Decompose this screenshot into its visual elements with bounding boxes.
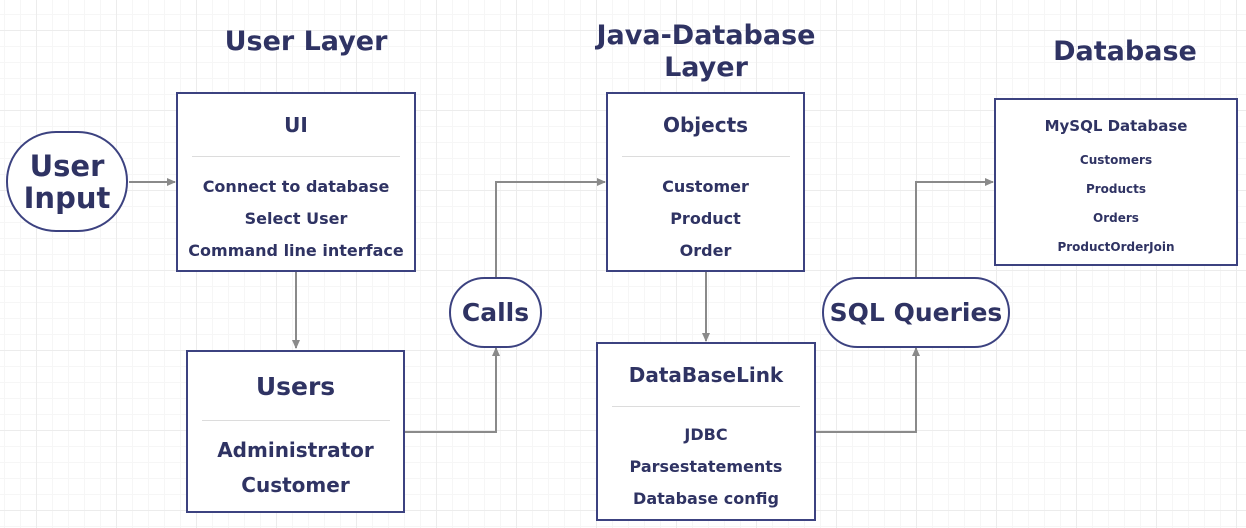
- ui-box: UI Connect to database Select User Comma…: [176, 92, 416, 272]
- objects-box: Objects Customer Product Order: [606, 92, 805, 272]
- ui-box-item: Connect to database: [202, 177, 390, 196]
- connector-users-to-calls: [405, 347, 500, 433]
- calls-label: Calls: [461, 298, 530, 327]
- user-input-line2: Input: [23, 180, 111, 215]
- mysql-database-box: MySQL Database Customers Products Orders…: [994, 98, 1238, 266]
- objects-box-separator: [621, 156, 790, 157]
- mysql-database-box-item: Customers: [1079, 153, 1153, 167]
- connector-sql-to-mysql: [915, 178, 994, 277]
- databaselink-box-item: JDBC: [684, 425, 728, 444]
- objects-box-item: Customer: [662, 177, 749, 196]
- connector-databaselink-to-sql: [816, 347, 920, 433]
- users-box: Users Administrator Customer: [186, 350, 405, 513]
- databaselink-box: DataBaseLink JDBC Parsestatements Databa…: [596, 342, 816, 521]
- sql-queries-node: SQL Queries: [822, 277, 1010, 348]
- users-box-item: Administrator: [217, 438, 374, 462]
- users-box-separator: [201, 420, 390, 421]
- objects-box-item: Order: [679, 241, 732, 260]
- databaselink-box-item: Parsestatements: [629, 457, 783, 476]
- objects-box-title: Objects: [662, 113, 749, 137]
- heading-database: Database: [1053, 36, 1197, 67]
- objects-box-item: Product: [670, 209, 741, 228]
- ui-box-title: UI: [284, 113, 308, 137]
- mysql-database-box-item: ProductOrderJoin: [1057, 240, 1175, 254]
- ui-box-item: Command line interface: [188, 241, 404, 260]
- mysql-database-box-item: Products: [1085, 182, 1147, 196]
- users-box-title: Users: [255, 372, 336, 401]
- heading-java-database-layer: Java-Database Layer: [586, 20, 826, 84]
- databaselink-box-title: DataBaseLink: [628, 363, 784, 387]
- connector-calls-to-objects: [495, 178, 606, 277]
- calls-node: Calls: [449, 277, 542, 348]
- mysql-database-box-title: MySQL Database: [1044, 117, 1188, 135]
- databaselink-box-item: Database config: [633, 489, 779, 508]
- ui-box-item: Select User: [244, 209, 348, 228]
- ui-box-separator: [192, 156, 400, 157]
- sql-queries-label: SQL Queries: [829, 298, 1003, 327]
- heading-user-layer: User Layer: [224, 26, 388, 57]
- user-input-node: User Input: [6, 131, 128, 232]
- databaselink-box-separator: [612, 406, 800, 407]
- mysql-database-box-item: Orders: [1093, 211, 1139, 225]
- heading-java-database-layer-line1: Java-Database: [596, 20, 816, 51]
- users-box-item: Customer: [241, 473, 350, 497]
- user-input-line1: User: [29, 148, 105, 183]
- heading-java-database-layer-line2: Layer: [664, 52, 748, 83]
